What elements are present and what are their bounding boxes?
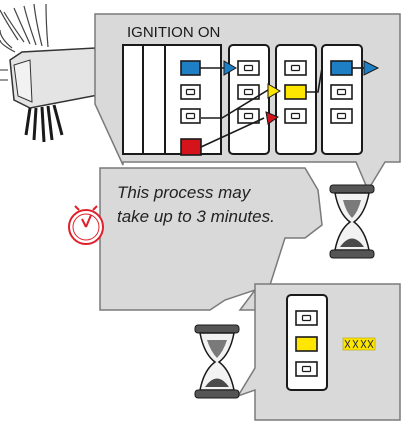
ecu-module-icon xyxy=(0,3,99,143)
connector-column-1 xyxy=(122,44,222,156)
led-indicator-icon xyxy=(342,337,376,351)
connector-column-4 xyxy=(321,44,363,155)
result-connector xyxy=(286,294,328,391)
connector-column-2 xyxy=(228,44,270,155)
hourglass-icon xyxy=(194,324,240,399)
signal-arrows xyxy=(200,60,380,148)
connector-column-3 xyxy=(275,44,317,155)
message-line-1: This process may xyxy=(117,183,252,202)
message-line-2: take up to 3 minutes. xyxy=(117,207,275,226)
hourglass-icon xyxy=(329,184,375,259)
clock-icon xyxy=(68,205,104,245)
ignition-title: IGNITION ON xyxy=(127,24,220,41)
